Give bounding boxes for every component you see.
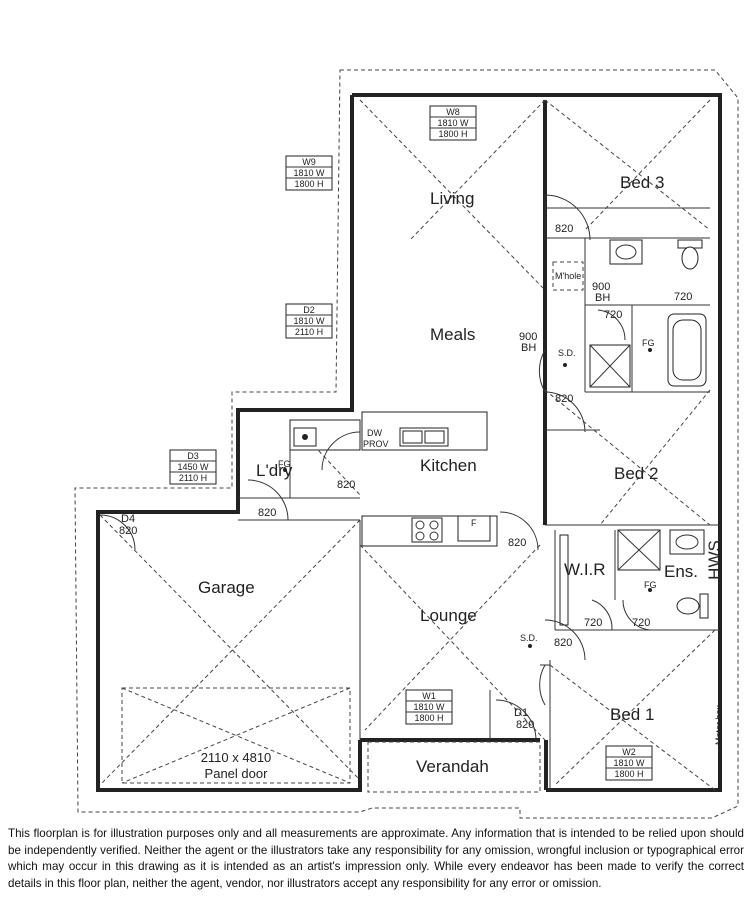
fridge-space: [457, 515, 491, 542]
bulkhead-label-b-size: 900: [519, 331, 537, 343]
door-swings: [99, 194, 651, 741]
room-label-laundry: L'dry: [256, 461, 293, 480]
door-label-d4: D4: [121, 513, 135, 525]
svg-text:1810 W: 1810 W: [413, 702, 445, 712]
door-label-d1: D1: [514, 707, 528, 719]
floor-grate-label: FG: [644, 580, 657, 590]
room-label-living: Living: [430, 189, 474, 208]
door-size-d4: 820: [119, 525, 137, 537]
svg-text:1800 H: 1800 H: [414, 713, 443, 723]
svg-text:2110 H: 2110 H: [295, 327, 323, 337]
cooktop-icon: [411, 517, 443, 543]
svg-text:1800 H: 1800 H: [614, 769, 643, 779]
door-size-ensuite: 720: [632, 617, 650, 629]
svg-text:1450 W: 1450 W: [177, 462, 209, 472]
manhole-label: M'hole: [555, 271, 581, 281]
floor-grate-icon: [648, 588, 652, 592]
manhole-outline: [552, 261, 584, 291]
door-size-bed1: 820: [554, 637, 572, 649]
door-size-wir: 720: [584, 617, 602, 629]
smoke-detector-icon: [563, 363, 567, 367]
door-size-d1: 820: [516, 719, 534, 731]
window-label-w9: W9 1810 W 1800 H: [285, 155, 333, 191]
hws-label: HWS: [705, 540, 724, 580]
door-size-laundry-kitchen: 820: [337, 479, 355, 491]
bulkhead-label-a: BH: [595, 292, 610, 304]
svg-text:1810 W: 1810 W: [437, 118, 469, 128]
floor-grate-icon: [648, 348, 652, 352]
verandah-outline: [367, 741, 541, 793]
window-label-w2: W2 1810 W 1800 H: [605, 745, 653, 781]
fridge-label: F: [471, 518, 477, 528]
interior-walls: [238, 100, 720, 790]
room-label-garage: Garage: [198, 578, 255, 597]
svg-text:1810 W: 1810 W: [613, 758, 645, 768]
floor-grate-label: FG: [278, 459, 291, 469]
kitchen-sink-icon: [399, 427, 449, 447]
svg-text:W2: W2: [622, 747, 636, 757]
room-diagonals: [99, 99, 716, 791]
svg-text:W9: W9: [302, 157, 316, 167]
room-label-bed3: Bed 3: [620, 173, 664, 192]
smoke-detector-icon: [528, 644, 532, 648]
svg-text:1810 W: 1810 W: [293, 316, 325, 326]
laundry-tub-icon: [293, 427, 317, 447]
basin-icon: [609, 239, 643, 265]
meter-box-label: Meter box: [714, 704, 724, 745]
floor-grate-label: FG: [642, 338, 655, 348]
door-label-d3: D3 1450 W 2110 H: [169, 449, 217, 485]
roof-outline: [74, 69, 739, 819]
floor-plan: W8 1810 W 1800 H W9 1810 W 1800 H D2 181…: [74, 69, 739, 819]
smoke-detector-label: S.D.: [558, 348, 576, 358]
room-label-ensuite: Ens.: [664, 562, 698, 581]
bulkhead-label-b: BH: [521, 342, 536, 354]
door-size-bed2: 820: [555, 393, 573, 405]
toilet-icon: [677, 239, 703, 270]
ensuite-basin-icon: [669, 529, 705, 555]
door-size-bed3: 820: [555, 223, 573, 235]
ensuite-toilet-icon: [676, 593, 709, 619]
room-label-wir: W.I.R: [564, 560, 606, 579]
room-label-verandah: Verandah: [416, 757, 489, 776]
dishwasher-label: DW: [367, 428, 382, 438]
garage-panel-door-outline: [121, 687, 351, 784]
room-label-kitchen: Kitchen: [420, 456, 477, 475]
room-label-bed2: Bed 2: [614, 464, 658, 483]
bulkhead-label-a-size: 900: [592, 281, 610, 293]
ensuite-shower-icon: [617, 529, 661, 571]
door-size-laundry-garage: 820: [258, 507, 276, 519]
bath-icon: [667, 313, 707, 387]
provision-label: PROV: [363, 439, 389, 449]
svg-text:D2: D2: [303, 305, 315, 315]
svg-text:1800 H: 1800 H: [294, 179, 323, 189]
shower-icon: [589, 344, 631, 388]
room-label-bed1: Bed 1: [610, 705, 654, 724]
smoke-detector-label: S.D.: [520, 633, 538, 643]
floor-grate-icon: [283, 468, 287, 472]
svg-text:W1: W1: [422, 691, 436, 701]
garage-door-label: Panel door: [205, 766, 269, 781]
door-size-bath: 720: [604, 309, 622, 321]
wir-shelf: [559, 534, 569, 626]
svg-text:1810 W: 1810 W: [293, 168, 325, 178]
svg-text:1800 H: 1800 H: [438, 129, 467, 139]
room-label-meals: Meals: [430, 325, 475, 344]
svg-text:W8: W8: [446, 107, 460, 117]
svg-text:2110 H: 2110 H: [179, 473, 207, 483]
room-label-lounge: Lounge: [420, 606, 477, 625]
window-label-w8: W8 1810 W 1800 H: [429, 105, 477, 141]
window-label-w1: W1 1810 W 1800 H: [405, 689, 453, 725]
door-label-d2: D2 1810 W 2110 H: [285, 303, 333, 339]
door-size-hall: 820: [508, 537, 526, 549]
svg-text:D3: D3: [187, 451, 199, 461]
garage-door-size: 2110 x 4810: [201, 750, 272, 765]
disclaimer-text: This floorplan is for illustration purpo…: [8, 827, 744, 890]
door-size-bath-hall: 720: [674, 291, 692, 303]
